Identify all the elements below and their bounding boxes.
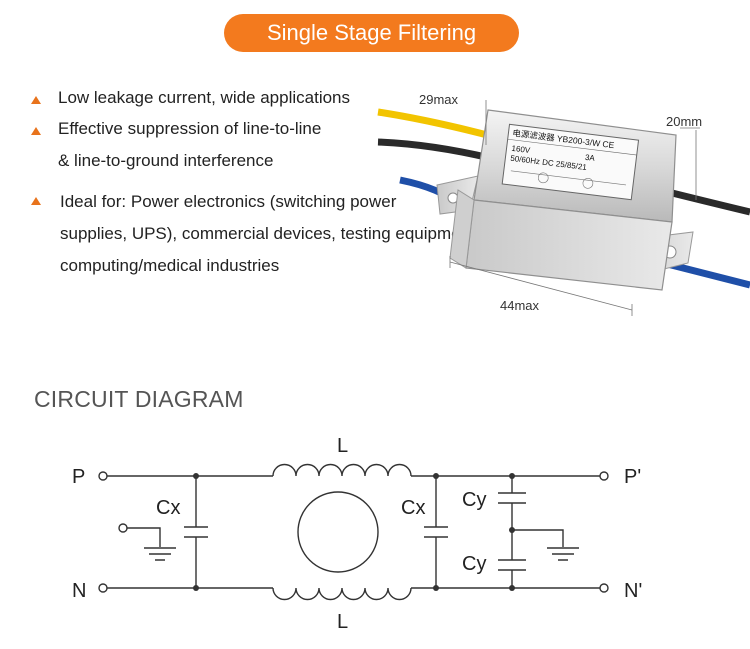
- terminal-p-in: [98, 471, 108, 481]
- feature-1: Low leakage current, wide applications: [58, 88, 351, 107]
- cx-right: [424, 476, 448, 588]
- label-p-out: P': [624, 466, 641, 488]
- inductor-bottom: [272, 587, 412, 601]
- label-n-in: N: [72, 580, 86, 602]
- terminal-n-out: [599, 583, 609, 593]
- label-cx-right: Cx: [401, 497, 425, 519]
- label-inductor-bottom: L: [337, 611, 348, 633]
- ground-right: [547, 547, 579, 561]
- label-p-in: P: [72, 466, 85, 488]
- label-inductor-top: L: [337, 435, 348, 457]
- yellow-wire: [377, 108, 496, 141]
- inductor-core: [297, 491, 379, 573]
- circuit-diagram-heading: CIRCUIT DIAGRAM: [34, 386, 244, 412]
- product-label: [501, 123, 640, 201]
- bullet-icon: [31, 96, 41, 104]
- blue-wire-right: [619, 248, 750, 289]
- label-voltage: 160V: [511, 144, 531, 155]
- dimension-top: 29max: [419, 92, 459, 107]
- filter-front: [465, 199, 673, 291]
- dimension-bottom: 44max: [500, 298, 540, 313]
- label-line-1: 电源滤波器 YB200-3/W CE: [512, 128, 615, 150]
- cy-top: [498, 476, 526, 547]
- ground-left-wire: [127, 527, 161, 547]
- inductor-top: [272, 463, 412, 477]
- terminal-n-in: [98, 583, 108, 593]
- cx-left: [184, 476, 208, 588]
- filter-top: [473, 109, 677, 223]
- cy-bottom: [498, 547, 526, 588]
- cy-ground-wire: [512, 529, 564, 547]
- terminal-ground-in: [118, 523, 128, 533]
- page-title: Single Stage Filtering: [266, 20, 477, 45]
- ground-left: [144, 547, 176, 561]
- title-banner: Single Stage Filtering: [224, 14, 519, 52]
- bullet-icon: [31, 127, 41, 135]
- label-cx-left: Cx: [156, 497, 180, 519]
- feature-2: Effective suppression of line-to-line & …: [58, 119, 322, 170]
- terminal-p-out: [599, 471, 609, 481]
- label-n-out: N': [624, 580, 642, 602]
- feature-3: Ideal for: Power electronics (switching …: [60, 192, 480, 275]
- bullet-icon: [31, 197, 41, 205]
- black-wire-right: [639, 181, 750, 216]
- label-cy-top: Cy: [462, 489, 486, 511]
- dimension-height: 20mm: [666, 114, 702, 129]
- label-cy-bottom: Cy: [462, 553, 486, 575]
- black-wire-left: [377, 138, 491, 162]
- label-line-3: 50/60Hz DC 25/85/21: [510, 154, 588, 172]
- right-flange: [627, 231, 694, 276]
- label-current: 3A: [585, 153, 596, 163]
